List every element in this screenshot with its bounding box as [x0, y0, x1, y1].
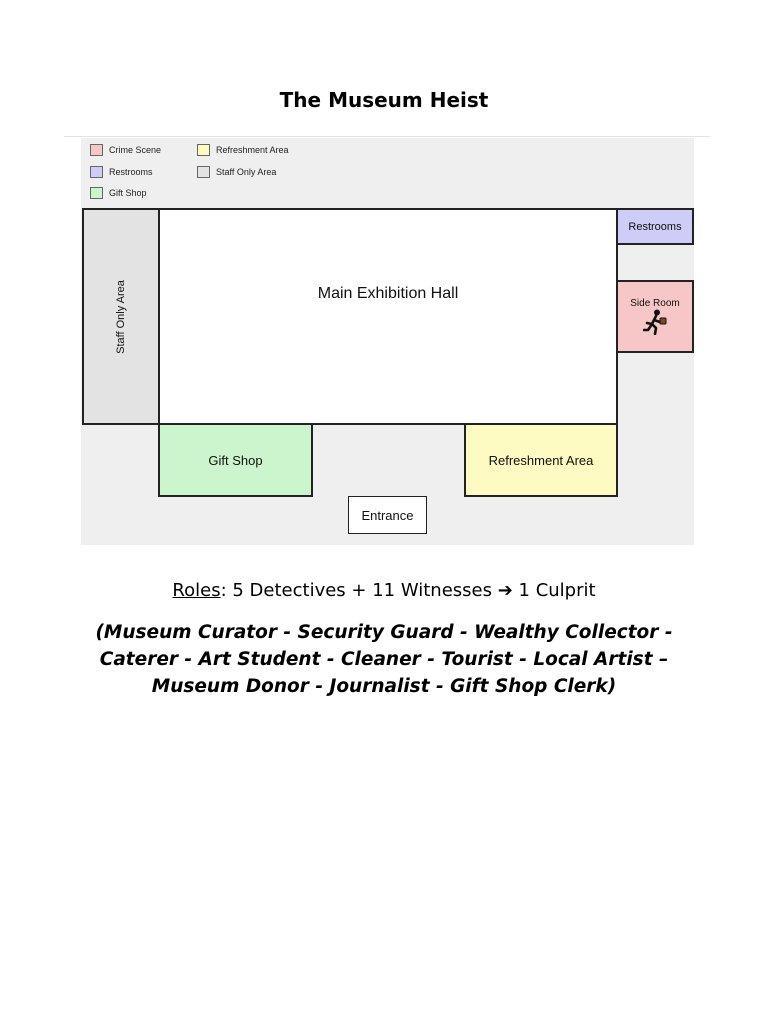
- legend-swatch-crime-scene: [90, 144, 103, 156]
- room-main-exhibition-hall: Main Exhibition Hall: [158, 208, 618, 425]
- museum-floor-plan: Crime Scene Refreshment Area Restrooms S…: [64, 134, 710, 546]
- legend-swatch-staff-only-area: [197, 166, 210, 178]
- room-label-refreshment-area: Refreshment Area: [488, 452, 594, 468]
- room-label-side-room: Side Room: [630, 298, 680, 309]
- roles-label: Roles: [172, 580, 221, 601]
- room-label-gift-shop: Gift Shop: [208, 452, 263, 468]
- roles-summary: Roles: 5 Detectives + 11 Witnesses ➔ 1 C…: [0, 580, 768, 601]
- map-top-rule: [64, 136, 710, 137]
- legend-swatch-restrooms: [90, 166, 103, 178]
- legend-label: Crime Scene: [109, 145, 162, 155]
- legend-item-gift-shop: Gift Shop: [90, 187, 147, 199]
- legend-swatch-refreshment-area: [197, 144, 210, 156]
- running-thief-icon: [643, 309, 667, 335]
- legend-item-restrooms: Restrooms: [90, 166, 153, 178]
- room-entrance: Entrance: [348, 496, 427, 534]
- legend-swatch-gift-shop: [90, 187, 103, 199]
- room-label-restrooms: Restrooms: [628, 220, 682, 233]
- legend-item-refreshment-area: Refreshment Area: [197, 144, 289, 156]
- roles-culprit: 1 Culprit: [512, 580, 596, 601]
- room-refreshment-area: Refreshment Area: [464, 423, 618, 497]
- legend-label: Refreshment Area: [216, 145, 289, 155]
- room-restrooms: Restrooms: [616, 208, 694, 245]
- arrow-right-icon: ➔: [497, 580, 513, 601]
- room-label-entrance: Entrance: [361, 507, 414, 523]
- room-label-staff-only-area: Staff Only Area: [114, 279, 127, 354]
- legend-label: Gift Shop: [109, 188, 147, 198]
- legend-item-crime-scene: Crime Scene: [90, 144, 161, 156]
- legend-item-staff-only-area: Staff Only Area: [197, 166, 276, 178]
- page-title: The Museum Heist: [279, 88, 489, 112]
- legend-label: Restrooms: [109, 167, 153, 177]
- room-gift-shop: Gift Shop: [158, 423, 313, 497]
- cast-list: (Museum Curator - Security Guard - Wealt…: [95, 622, 673, 697]
- room-label-main-exhibition-hall: Main Exhibition Hall: [317, 284, 459, 302]
- room-side-room: Side Room: [616, 280, 694, 353]
- room-staff-only-area: Staff Only Area: [82, 208, 160, 425]
- roles-counts: : 5 Detectives + 11 Witnesses: [220, 580, 498, 601]
- legend-label: Staff Only Area: [216, 167, 277, 177]
